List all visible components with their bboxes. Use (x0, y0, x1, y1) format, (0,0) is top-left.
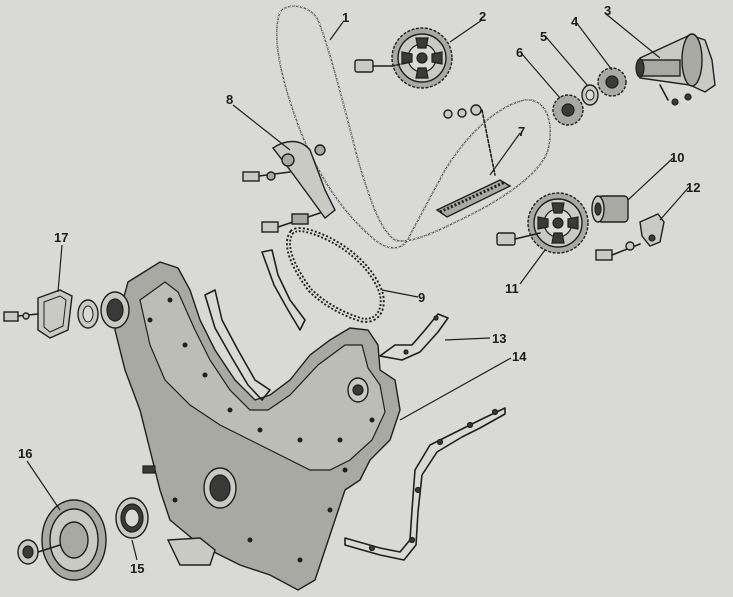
callout-11: 11 (505, 281, 519, 296)
callout-6: 6 (516, 45, 523, 60)
camshaft-sprocket-upper (391, 27, 453, 89)
oil-seal-15 (115, 497, 149, 539)
callout-17: 17 (54, 230, 68, 245)
callout-15: 15 (130, 561, 144, 576)
gasket-14 (344, 407, 506, 561)
sprocket-6 (552, 94, 584, 126)
callout-9: 9 (418, 290, 425, 305)
callout-4: 4 (571, 14, 579, 29)
drive-shaft-assembly (635, 33, 716, 106)
callout-5: 5 (540, 29, 547, 44)
callout-10: 10 (670, 150, 684, 165)
callout-3: 3 (604, 3, 611, 18)
sprocket-bolt-upper (354, 59, 411, 73)
timing-cover (100, 261, 401, 591)
hub-10 (591, 195, 629, 223)
cover-plate-17 (3, 289, 99, 339)
cover-gasket (204, 249, 306, 401)
sprocket-bolt-lower (496, 232, 541, 246)
upper-timing-chain (275, 5, 552, 249)
dowel-pin (142, 465, 156, 474)
chain-guide-7 (435, 104, 512, 218)
sprocket-4 (597, 67, 627, 97)
lower-timing-chain (286, 227, 385, 323)
chain-tensioner-8 (242, 140, 336, 233)
callout-12: 12 (686, 180, 700, 195)
leader-lines (26, 13, 690, 561)
callout-2: 2 (479, 9, 486, 24)
bracket-12 (595, 213, 665, 261)
callout-13: 13 (492, 331, 506, 346)
callout-8: 8 (226, 92, 233, 107)
intermediate-sprocket-11 (527, 192, 589, 254)
washer-5 (581, 84, 599, 106)
callout-labels: 1 2 3 4 5 6 7 8 9 10 11 12 13 14 15 16 1… (18, 3, 700, 576)
callout-1: 1 (342, 10, 349, 25)
callout-7: 7 (518, 124, 525, 139)
callout-14: 14 (512, 349, 527, 364)
gasket-13 (379, 313, 449, 361)
crankshaft-pulley-16 (17, 499, 107, 581)
callout-16: 16 (18, 446, 32, 461)
